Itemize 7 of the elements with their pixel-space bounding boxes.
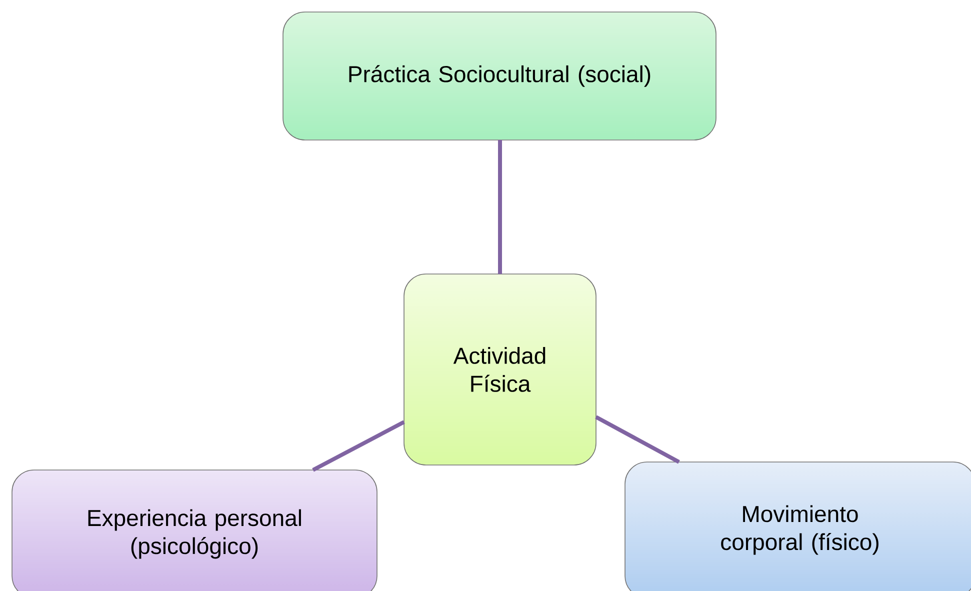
rounded-box: Movimiento corporal (físico) [624,462,971,591]
rounded-box: Práctica Sociocultural (social) [282,12,716,140]
connector-line [312,420,405,472]
rounded-box: Actividad Física [404,274,596,466]
connector-line [595,415,680,464]
rounded-box: Experiencia personal (psicológico) [12,470,378,591]
connector-line [498,140,502,274]
